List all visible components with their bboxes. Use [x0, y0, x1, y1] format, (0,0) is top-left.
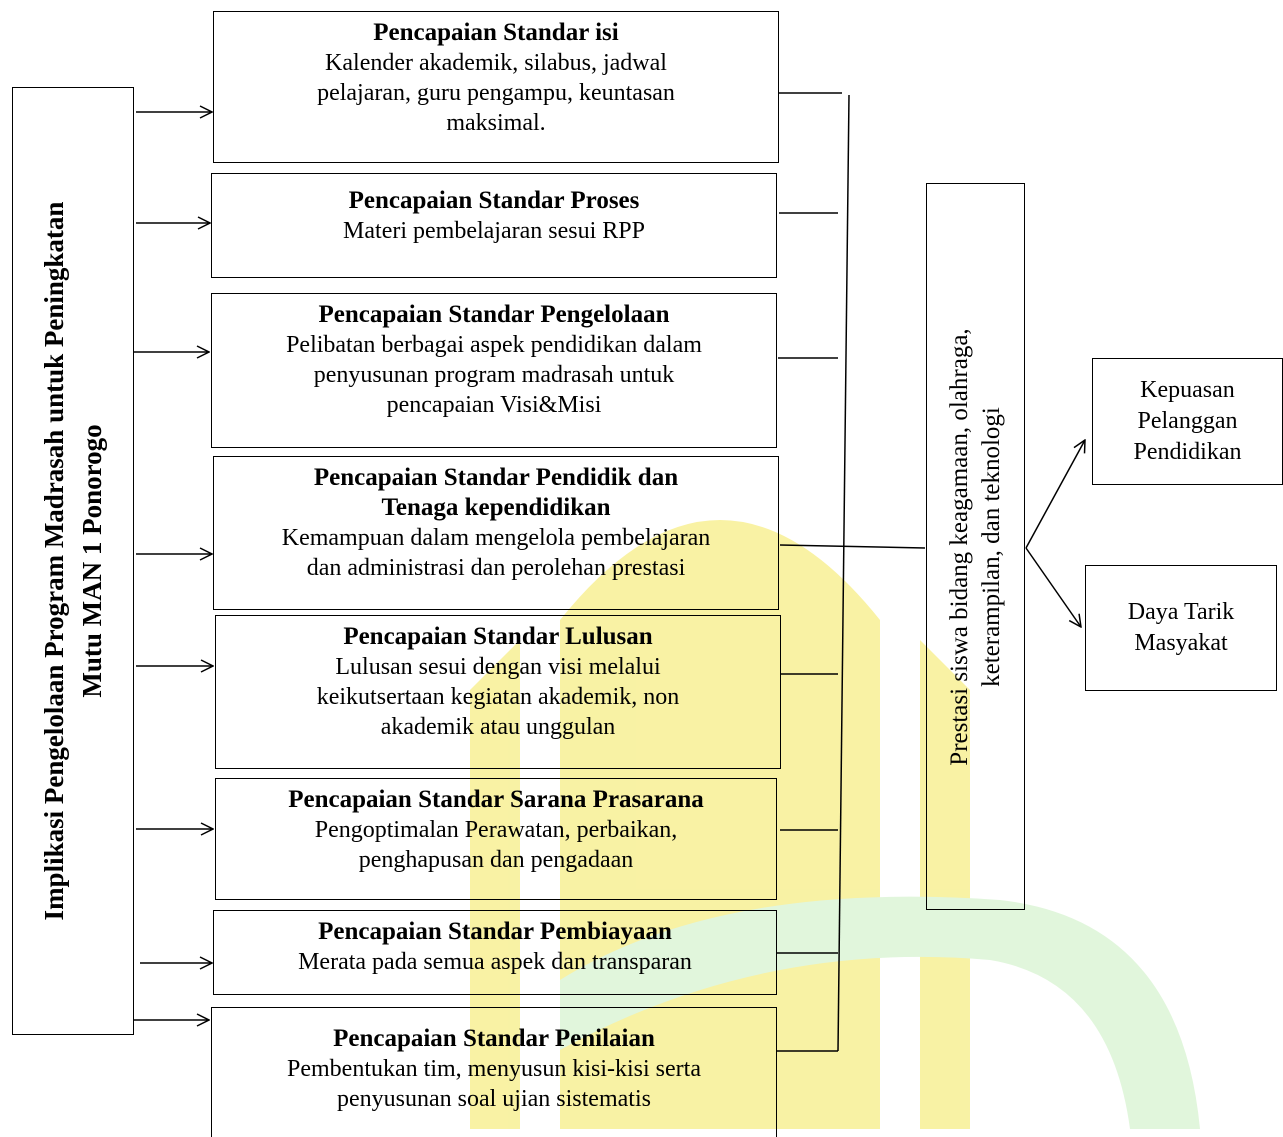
standard-title: Pencapaian Standar Pendidik dan Tenaga k… — [313, 464, 679, 521]
standard-title: Pencapaian Standar isi — [373, 19, 619, 46]
standard-title: Pencapaian Standar Proses — [348, 187, 640, 214]
standard-desc: Lulusan sesui dengan visi melalui keikut… — [316, 654, 680, 740]
standard-title: Pencapaian Standar Sarana Prasarana — [288, 786, 704, 813]
main-implication-box: Implikasi Pengelolaan Program Madrasah u… — [12, 87, 134, 1035]
main-implication-label: Implikasi Pengelolaan Program Madrasah u… — [39, 201, 107, 921]
standard-desc: Pelibatan berbagai aspek pendidikan dala… — [286, 332, 702, 418]
standard-desc: Pengoptimalan Perawatan, perbaikan, peng… — [314, 817, 678, 873]
standard-desc: Merata pada semua aspek dan transparan — [298, 949, 692, 975]
standard-box-pengelolaan: Pencapaian Standar Pengelolaan Pelibatan… — [211, 293, 777, 448]
standard-box-pembiayaan: Pencapaian Standar Pembiayaan Merata pad… — [213, 910, 777, 995]
standard-box-sarana: Pencapaian Standar Sarana Prasarana Peng… — [215, 778, 777, 900]
standard-desc: Materi pembelajaran sesui RPP — [343, 218, 645, 244]
standard-title: Pencapaian Standar Pembiayaan — [318, 918, 672, 945]
standard-box-pendidik: Pencapaian Standar Pendidik dan Tenaga k… — [213, 456, 779, 610]
standard-title: Pencapaian Standar Lulusan — [343, 623, 653, 650]
standard-desc: Kalender akademik, silabus, jadwal pelaj… — [317, 50, 675, 136]
input-arrows — [133, 112, 213, 1020]
outcome-box-satisfaction: Kepuasan Pelanggan Pendidikan — [1092, 358, 1283, 485]
standard-title: Pencapaian Standar Pengelolaan — [318, 301, 670, 328]
output-arrows — [1025, 440, 1085, 627]
standard-box-penilaian: Pencapaian Standar Penilaian Pembentukan… — [211, 1007, 777, 1137]
standard-title: Pencapaian Standar Penilaian — [333, 1025, 655, 1052]
outcome-label: Daya Tarik Masyakat — [1127, 599, 1235, 656]
standard-box-lulusan: Pencapaian Standar Lulusan Lulusan sesui… — [215, 615, 781, 769]
standard-box-proses: Pencapaian Standar Proses Materi pembela… — [211, 173, 777, 278]
standard-desc: Kemampuan dalam mengelola pembelajaran d… — [281, 525, 711, 581]
outcome-box-attraction: Daya Tarik Masyakat — [1085, 565, 1277, 691]
outcome-label: Kepuasan Pelanggan Pendidikan — [1133, 377, 1242, 465]
student-achievement-label: Prestasi siswa bidang keagamaan, olahrag… — [945, 327, 1005, 766]
standard-desc: Pembentukan tim, menyusun kisi-kisi sert… — [287, 1056, 701, 1112]
merge-lines — [777, 92, 926, 1052]
student-achievement-box: Prestasi siswa bidang keagamaan, olahrag… — [926, 183, 1025, 910]
standard-box-isi: Pencapaian Standar isi Kalender akademik… — [213, 11, 779, 163]
